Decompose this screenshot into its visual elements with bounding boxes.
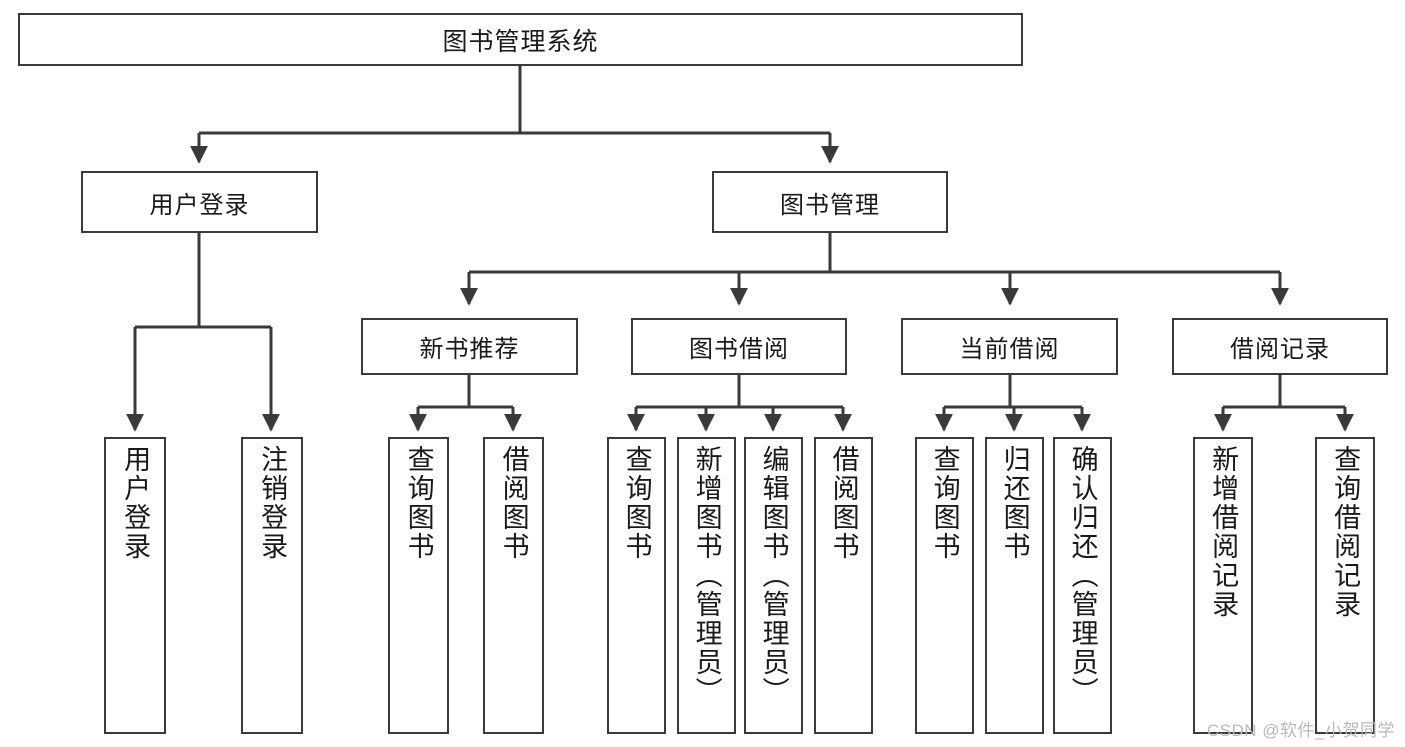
node-label: 归还图书 bbox=[999, 445, 1030, 561]
node-label: 查询图书 bbox=[929, 445, 960, 561]
leaf-borrow-add-book-admin[interactable]: 新增图书（管理员） bbox=[677, 437, 736, 734]
node-current-borrow[interactable]: 当前借阅 bbox=[901, 318, 1118, 375]
node-book-management[interactable]: 图书管理 bbox=[712, 171, 948, 233]
node-label: 查询借阅记录 bbox=[1330, 445, 1361, 619]
leaf-borrow-query-book[interactable]: 查询图书 bbox=[607, 437, 666, 734]
csdn-watermark: CSDN @软件_小贺同学 bbox=[1206, 721, 1395, 740]
node-label: 查询图书 bbox=[621, 445, 652, 561]
leaf-user-login[interactable]: 用户登录 bbox=[104, 437, 166, 734]
leaf-record-query-record[interactable]: 查询借阅记录 bbox=[1315, 437, 1375, 734]
leaf-newbook-query-book[interactable]: 查询图书 bbox=[388, 437, 449, 734]
leaf-current-return-book[interactable]: 归还图书 bbox=[985, 437, 1044, 734]
leaf-borrow-edit-book-admin[interactable]: 编辑图书（管理员） bbox=[744, 437, 803, 734]
node-label: 图书管理 bbox=[780, 191, 880, 219]
node-label: 借阅记录 bbox=[1230, 336, 1330, 363]
node-label: 用户登录 bbox=[149, 191, 250, 219]
node-label: 图书借阅 bbox=[689, 336, 789, 363]
node-label: 查询图书 bbox=[403, 445, 434, 561]
node-new-book-recommend[interactable]: 新书推荐 bbox=[361, 318, 578, 375]
node-label: 编辑图书（管理员） bbox=[758, 445, 789, 706]
node-root-system[interactable]: 图书管理系统 bbox=[18, 13, 1023, 66]
leaf-current-query-book[interactable]: 查询图书 bbox=[915, 437, 974, 734]
node-label: 借阅图书 bbox=[498, 445, 529, 561]
leaf-current-confirm-return-admin[interactable]: 确认归还（管理员） bbox=[1053, 437, 1112, 734]
leaf-borrow-borrow-book[interactable]: 借阅图书 bbox=[814, 437, 873, 734]
leaf-logout[interactable]: 注销登录 bbox=[241, 437, 303, 734]
node-label: 新书推荐 bbox=[419, 336, 520, 363]
node-label: 图书管理系统 bbox=[442, 27, 599, 56]
node-label: 用户登录 bbox=[120, 445, 151, 561]
node-label: 确认归还（管理员） bbox=[1067, 445, 1098, 706]
node-label: 借阅图书 bbox=[828, 445, 859, 561]
node-user-login[interactable]: 用户登录 bbox=[81, 171, 318, 233]
node-book-borrow[interactable]: 图书借阅 bbox=[631, 318, 847, 375]
node-label: 注销登录 bbox=[257, 445, 288, 561]
leaf-record-add-record[interactable]: 新增借阅记录 bbox=[1193, 437, 1253, 734]
node-label: 当前借阅 bbox=[959, 336, 1060, 363]
node-borrow-record[interactable]: 借阅记录 bbox=[1172, 318, 1388, 375]
node-label: 新增图书（管理员） bbox=[691, 445, 722, 706]
leaf-newbook-borrow-book[interactable]: 借阅图书 bbox=[483, 437, 544, 734]
node-label: 新增借阅记录 bbox=[1208, 445, 1239, 619]
